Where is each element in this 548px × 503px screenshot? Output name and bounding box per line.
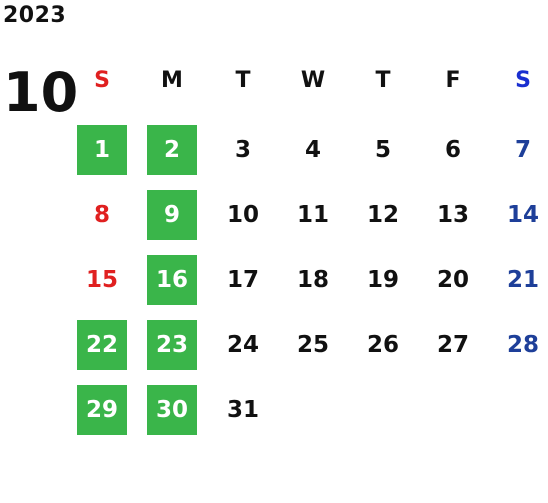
weekday-header: S <box>94 68 110 93</box>
weekday-header: T <box>235 68 251 93</box>
day-cell[interactable]: 2 <box>147 125 197 175</box>
day-cell[interactable]: 16 <box>147 255 197 305</box>
day-cell[interactable]: 17 <box>226 267 259 293</box>
day-cell[interactable]: 3 <box>234 137 251 163</box>
day-cell[interactable]: 1 <box>77 125 127 175</box>
day-cell[interactable]: 28 <box>506 332 539 358</box>
day-cell[interactable]: 20 <box>436 267 469 293</box>
day-cell[interactable]: 12 <box>366 202 399 228</box>
day-cell[interactable]: 8 <box>93 202 110 228</box>
weekday-header: W <box>300 68 326 93</box>
day-cell[interactable]: 19 <box>366 267 399 293</box>
weekday-header: T <box>375 68 391 93</box>
weekday-header: F <box>445 68 461 93</box>
day-cell[interactable]: 13 <box>436 202 469 228</box>
day-cell[interactable]: 23 <box>147 320 197 370</box>
day-cell[interactable]: 27 <box>436 332 469 358</box>
day-cell[interactable]: 9 <box>147 190 197 240</box>
day-cell[interactable]: 29 <box>77 385 127 435</box>
weekday-header: M <box>161 68 183 93</box>
month-label: 10 <box>3 61 79 124</box>
day-cell[interactable]: 25 <box>296 332 329 358</box>
day-cell[interactable]: 30 <box>147 385 197 435</box>
day-cell[interactable]: 6 <box>444 137 461 163</box>
day-cell[interactable]: 4 <box>304 137 321 163</box>
day-cell[interactable]: 7 <box>514 137 531 163</box>
day-cell[interactable]: 11 <box>296 202 329 228</box>
day-cell[interactable]: 24 <box>226 332 259 358</box>
day-cell[interactable]: 18 <box>296 267 329 293</box>
weekday-header: S <box>515 68 531 93</box>
day-cell[interactable]: 26 <box>366 332 399 358</box>
day-cell[interactable]: 22 <box>77 320 127 370</box>
day-cell[interactable]: 10 <box>226 202 259 228</box>
day-cell[interactable]: 31 <box>226 397 259 423</box>
day-cell[interactable]: 5 <box>374 137 391 163</box>
day-cell[interactable]: 14 <box>506 202 539 228</box>
day-cell[interactable]: 15 <box>85 267 118 293</box>
day-cell[interactable]: 21 <box>506 267 539 293</box>
year-label: 2023 <box>3 3 67 28</box>
